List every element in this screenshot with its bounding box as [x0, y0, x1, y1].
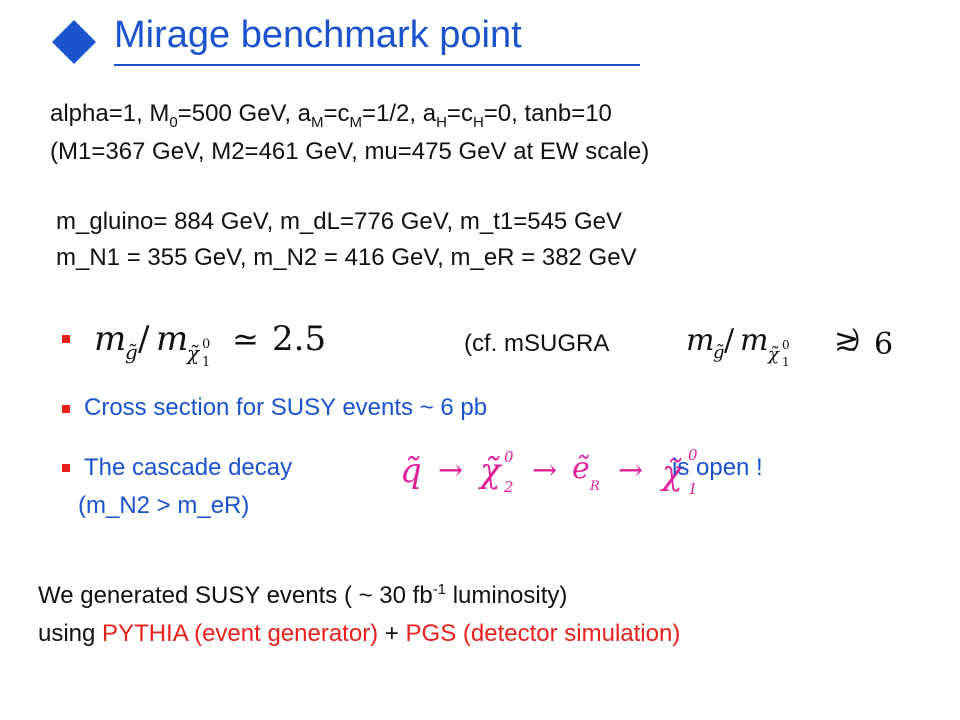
svg-text:0: 0	[504, 448, 514, 466]
svg-text:/: /	[724, 323, 735, 358]
svg-text:m: m	[94, 319, 126, 359]
svg-text:χ̃: χ̃	[478, 451, 503, 491]
svg-text:→: →	[532, 453, 557, 488]
msugra-ratio-formula: m g̃ / m χ̃ 0 1 ≳ ) 6	[686, 323, 893, 369]
svg-text:ẽ: ẽ	[572, 451, 590, 486]
svg-text:m: m	[686, 323, 714, 358]
svg-text:g̃: g̃	[713, 342, 725, 363]
page-title: Mirage benchmark point	[114, 14, 522, 56]
svg-text:m: m	[740, 323, 768, 358]
pgs-label: PGS (detector simulation)	[405, 620, 681, 647]
svg-text:→: →	[438, 453, 463, 488]
masses-line-1: m_gluino= 884 GeV, m_dL=776 GeV, m_t1=54…	[56, 208, 622, 235]
svg-text:χ̃: χ̃	[185, 341, 201, 365]
pythia-label: PYTHIA (event generator)	[102, 620, 379, 647]
svg-text:0: 0	[202, 337, 210, 352]
diamond-icon	[52, 20, 96, 64]
svg-text:2.5: 2.5	[272, 319, 326, 359]
svg-text:0: 0	[688, 446, 698, 464]
svg-text:m: m	[156, 319, 188, 359]
svg-text:χ̃: χ̃	[766, 344, 780, 365]
bullet-square-icon	[62, 405, 70, 413]
svg-text:R: R	[589, 479, 600, 494]
svg-text:≳: ≳	[834, 323, 859, 358]
bullet-square-icon	[62, 335, 70, 343]
params-line-1: alpha=1, M0=500 GeV, aM=cM=1/2, aH=cH=0,…	[50, 100, 612, 131]
generated-events-line-2: using PYTHIA (event generator) + PGS (de…	[38, 620, 681, 647]
bullet-square-icon	[62, 464, 70, 472]
svg-text:χ̃: χ̃	[660, 453, 685, 493]
svg-text:): )	[852, 325, 860, 352]
svg-text:1: 1	[782, 355, 790, 369]
msugra-comparison-label: (cf. mSUGRA	[464, 330, 610, 357]
svg-text:q̃: q̃	[400, 451, 422, 491]
svg-text:1: 1	[688, 480, 698, 498]
gluino-neutralino-ratio-formula: m g̃ / m χ̃ 0 1 ≃ 2.5	[94, 319, 326, 370]
svg-text:0: 0	[782, 338, 790, 352]
generated-events-line-1: We generated SUSY events ( ~ 30 fb-1 lum…	[38, 581, 568, 609]
cascade-decay-label: The cascade decay	[84, 454, 293, 481]
cascade-condition: (m_N2 > m_eR)	[78, 492, 250, 519]
svg-text:→: →	[618, 453, 643, 488]
masses-line-2: m_N1 = 355 GeV, m_N2 = 416 GeV, m_eR = 3…	[56, 244, 637, 271]
params-line-2: (M1=367 GeV, M2=461 GeV, mu=475 GeV at E…	[50, 138, 650, 165]
svg-text:1: 1	[202, 355, 210, 370]
title-underline	[114, 64, 640, 66]
svg-text:≃: ≃	[232, 320, 259, 358]
svg-text:/: /	[138, 319, 150, 359]
cascade-decay-formula: q̃ → χ̃ 0 2 → ẽ R → χ̃ 0 1	[400, 446, 698, 498]
svg-text:6: 6	[874, 327, 893, 362]
cascade-open-text: is open !	[672, 454, 763, 481]
svg-text:g̃: g̃	[125, 340, 138, 364]
cross-section-text: Cross section for SUSY events ~ 6 pb	[84, 394, 488, 421]
svg-text:2: 2	[503, 478, 514, 496]
